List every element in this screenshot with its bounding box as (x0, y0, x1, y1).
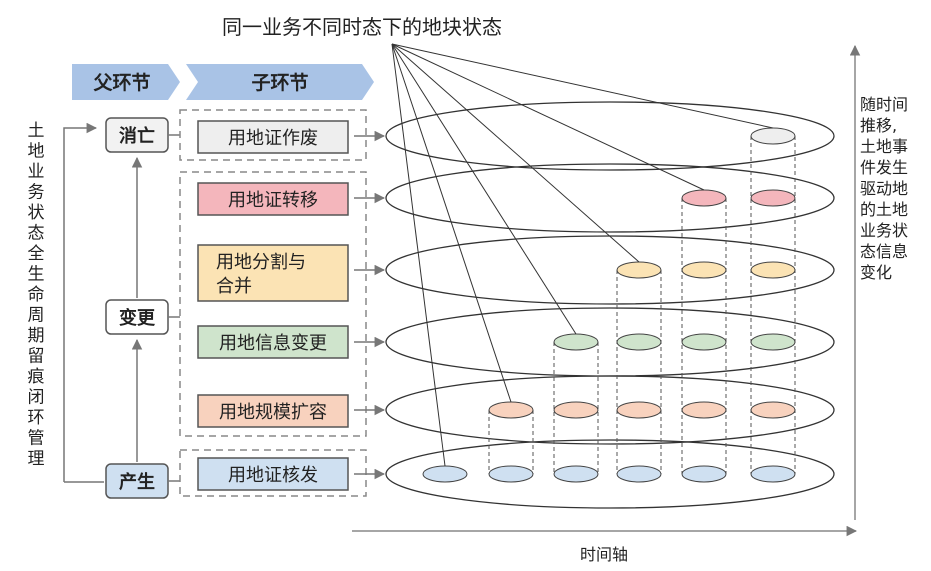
child-stage-1: 用地证转移 (197, 182, 386, 216)
parcel-state (616, 333, 662, 351)
header-child: 子环节 (186, 64, 374, 100)
child-stage-box (197, 182, 349, 216)
left-label-char: 周 (28, 306, 45, 326)
parcel-state (553, 465, 599, 483)
child-stage-box (197, 325, 349, 359)
right-label-line: 件发生 (860, 158, 908, 177)
child-stage-label: 用地证核发 (228, 465, 318, 486)
right-label-line: 变化 (860, 263, 892, 282)
diagram-title: 同一业务不同时态下的地块状态 (222, 15, 502, 39)
parent-stage-label: 变更 (119, 307, 156, 329)
right-label-line: 驱动地 (860, 179, 908, 198)
right-label-line: 推移, (860, 116, 897, 135)
title-pointer-line (391, 43, 577, 335)
parcel-state (681, 401, 727, 419)
right-label-line: 业务状 (860, 221, 908, 240)
group-box-chansheng (179, 449, 367, 497)
title-pointer-lines (391, 43, 774, 467)
left-label-char: 期 (28, 326, 45, 346)
parent-stage-biangeng: 变更 (105, 299, 169, 335)
title-pointer-line (391, 43, 512, 403)
left-label-char: 闭 (28, 388, 45, 408)
parent-stage-xiaowang: 消亡 (105, 117, 169, 153)
parcel-state (616, 465, 662, 483)
left-label-char: 命 (28, 285, 45, 305)
right-label-line: 随时间 (860, 95, 908, 114)
group-box-biangeng (179, 171, 367, 437)
left-label-char: 土 (28, 121, 45, 141)
parcel-state (750, 465, 796, 483)
left-label-char: 环 (28, 408, 45, 428)
title-pointer-line (391, 43, 705, 191)
time-layer-ellipse (385, 163, 835, 233)
header-parent-label: 父环节 (92, 72, 150, 94)
left-label-char: 务 (28, 183, 45, 203)
child-stage-box (197, 457, 349, 491)
left-label-char: 全 (28, 244, 45, 264)
group-box-xiaowang (179, 109, 367, 161)
title-pointer-line (391, 43, 640, 263)
title-pointer-line (391, 43, 774, 129)
left-label-char: 留 (28, 347, 45, 367)
child-stage-box (197, 394, 349, 428)
child-stage-0: 用地证作废 (197, 120, 386, 154)
child-stage-label: 用地证转移 (228, 190, 318, 211)
right-label-line: 土地事 (860, 137, 908, 156)
child-stage-5: 用地证核发 (197, 457, 386, 491)
parcel-state (422, 465, 468, 483)
parcel-state (681, 465, 727, 483)
time-layers (385, 101, 835, 509)
left-label-char: 痕 (28, 367, 45, 387)
time-layer-ellipse (385, 101, 835, 171)
header-parent: 父环节 (72, 64, 180, 100)
parcel-state (616, 401, 662, 419)
parcel-state (616, 261, 662, 279)
parent-stage-label: 消亡 (119, 125, 155, 147)
child-stage-label: 合并 (216, 276, 252, 297)
left-bracket-arrow (63, 122, 98, 482)
parcel-state (681, 333, 727, 351)
header-child-label: 子环节 (251, 72, 308, 94)
parcel-state (750, 333, 796, 351)
left-label-char: 业 (28, 162, 45, 182)
child-stage-4: 用地规模扩容 (197, 394, 386, 428)
child-stage-3: 用地信息变更 (197, 325, 386, 359)
parcel-state (488, 401, 534, 419)
title-pointer-line (391, 43, 446, 467)
parcel-state (750, 261, 796, 279)
child-stage-box (197, 244, 349, 302)
parcel-state (681, 261, 727, 279)
parcel-state (750, 189, 796, 207)
parcel-state (488, 465, 534, 483)
time-layer-ellipse (385, 439, 835, 509)
left-label-char: 生 (28, 265, 45, 285)
parcel-state (553, 333, 599, 351)
parcel-state (553, 401, 599, 419)
left-label-char: 管 (28, 429, 45, 449)
parcel-state (750, 401, 796, 419)
parent-stage-label: 产生 (119, 471, 155, 493)
left-label-char: 地 (28, 142, 45, 162)
time-axis-label: 时间轴 (580, 545, 628, 564)
child-stage-label: 用地证作废 (228, 128, 318, 149)
child-stage-label: 用地信息变更 (219, 333, 327, 354)
left-label-char: 理 (28, 449, 45, 469)
parent-stage-chansheng: 产生 (105, 463, 169, 499)
right-label-line: 态信息 (860, 242, 908, 261)
left-label-char: 状 (28, 203, 45, 223)
child-stage-box (197, 120, 349, 154)
child-stage-label: 用地规模扩容 (219, 402, 327, 423)
land-parcel-cylinders (422, 127, 796, 483)
right-label-line: 的土地 (860, 200, 908, 219)
parcel-state (681, 189, 727, 207)
time-layer-ellipse (385, 375, 835, 445)
left-label-char: 态 (28, 224, 45, 244)
child-stage-label: 用地分割与 (216, 252, 306, 273)
parcel-state (750, 127, 796, 145)
